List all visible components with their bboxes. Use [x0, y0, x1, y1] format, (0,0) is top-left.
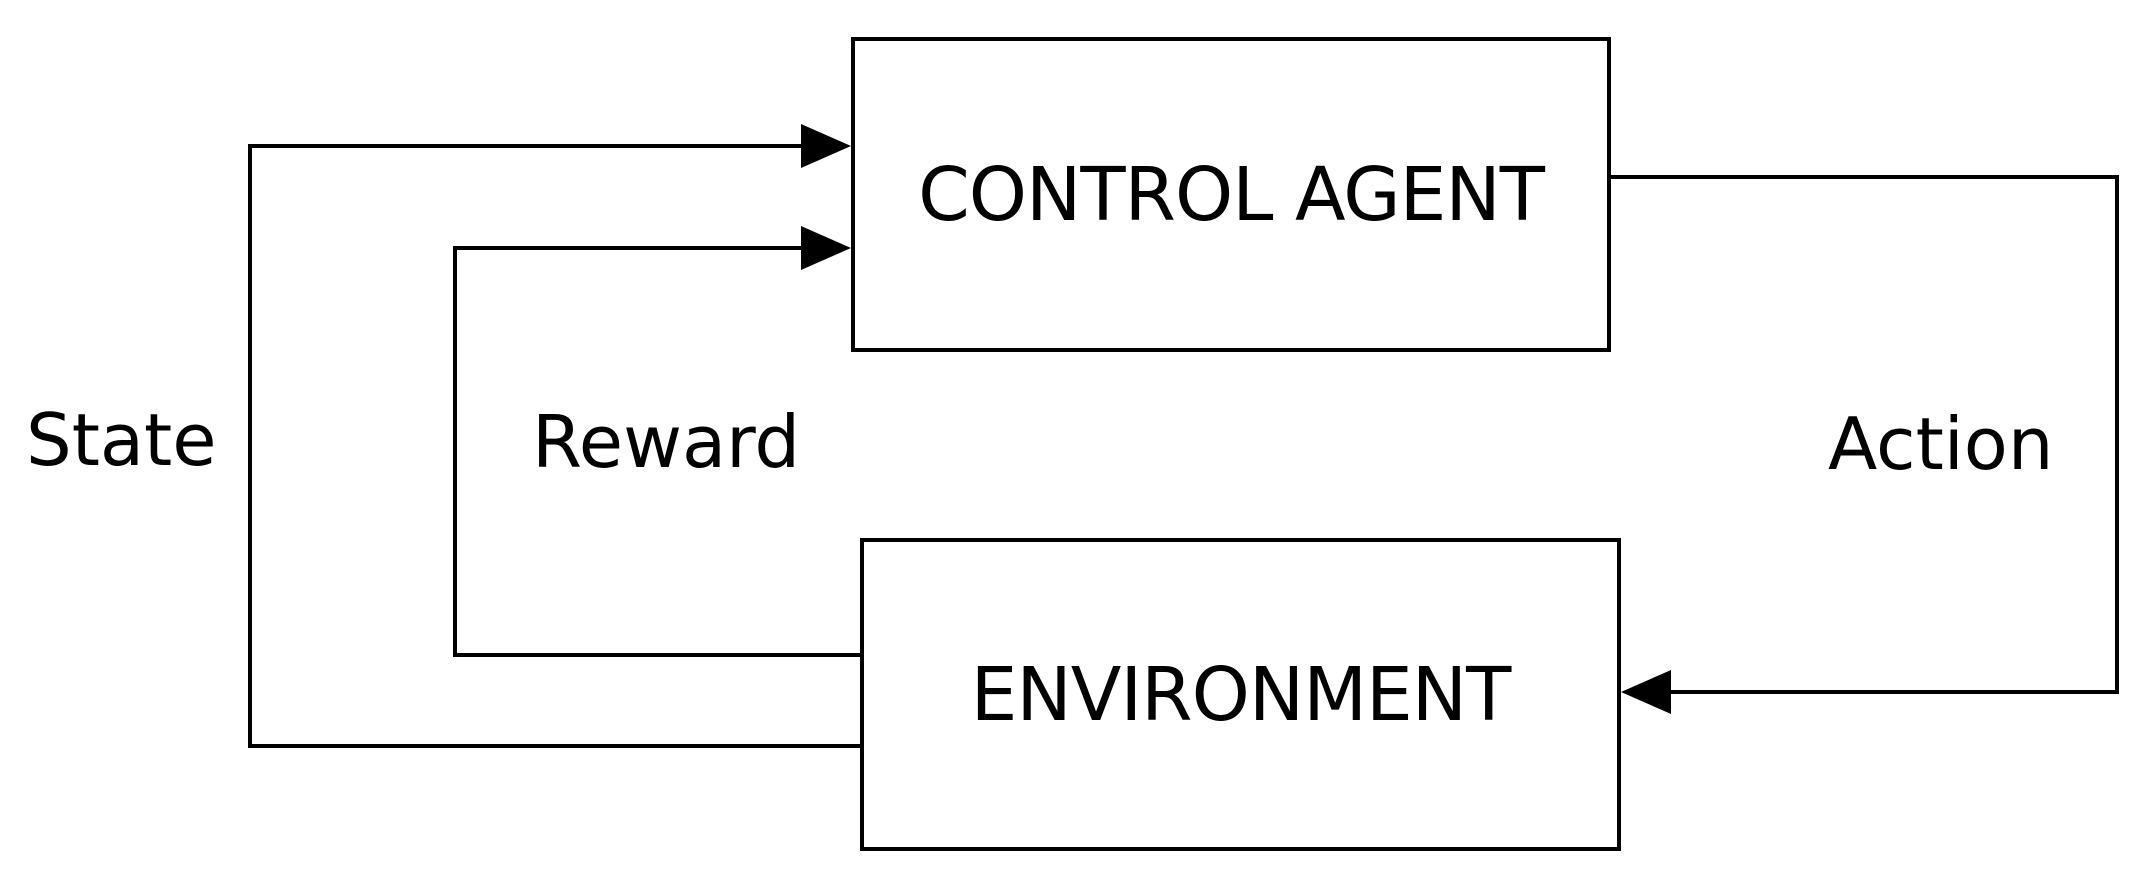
control-agent-label: CONTROL AGENT: [918, 151, 1545, 238]
state-arrowhead: [801, 124, 851, 168]
environment-node: ENVIRONMENT: [860, 538, 1621, 851]
environment-label: ENVIRONMENT: [970, 651, 1512, 738]
action-arrowhead: [1621, 670, 1671, 714]
reward-arrow-line: [453, 246, 860, 657]
reward-arrowhead: [801, 226, 851, 270]
state-arrow-line: [248, 144, 860, 748]
state-edge-label: State: [26, 398, 217, 482]
action-edge-label: Action: [1828, 402, 2054, 486]
control-agent-node: CONTROL AGENT: [851, 37, 1611, 352]
reward-edge-label: Reward: [532, 400, 801, 484]
action-arrow-line: [1611, 175, 2119, 694]
